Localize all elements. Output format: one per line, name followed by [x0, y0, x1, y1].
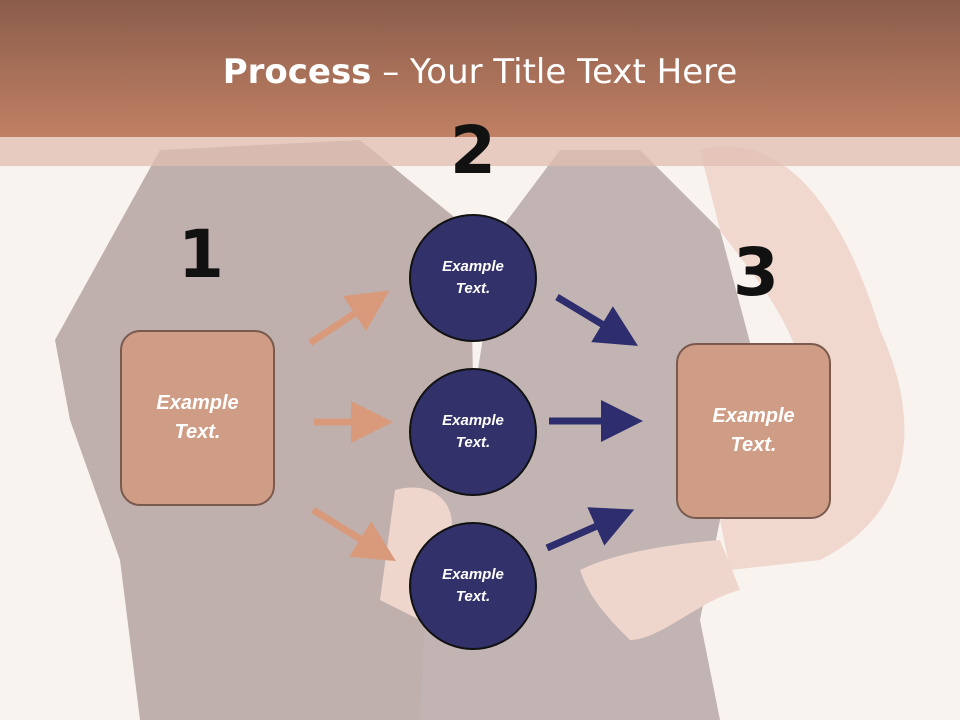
title-bold-part: Process — [222, 52, 372, 92]
circle-step-2a-line1: Example — [442, 257, 504, 275]
box-step-1-line2: Text. — [174, 421, 221, 443]
step-number-3: 3 — [733, 234, 779, 311]
box-step-1-line1: Example — [156, 392, 239, 414]
circle-step-2a-line2: Text. — [455, 280, 491, 297]
circle-step-2b-line2: Text. — [455, 434, 491, 451]
title-rest-part: – Your Title Text Here — [371, 52, 738, 92]
step-number-2: 2 — [450, 112, 496, 189]
arrow-left-to-top — [308, 290, 390, 346]
box-step-3-line2: Text. — [730, 434, 777, 456]
box-step-3-line1: Example — [712, 405, 795, 427]
arrow-left-to-bottom — [311, 507, 396, 562]
arrow-bottom-to-right — [545, 507, 635, 552]
step-number-1: 1 — [178, 216, 224, 293]
circle-step-2c-line2: Text. — [455, 588, 491, 605]
circle-step-2c-line1: Example — [442, 565, 504, 583]
slide-title: Process – Your Title Text Here — [0, 52, 960, 92]
circle-step-2b-line1: Example — [442, 411, 504, 429]
title-banner — [0, 0, 960, 137]
banner-stripe — [0, 137, 960, 166]
arrow-top-to-right — [555, 294, 638, 346]
